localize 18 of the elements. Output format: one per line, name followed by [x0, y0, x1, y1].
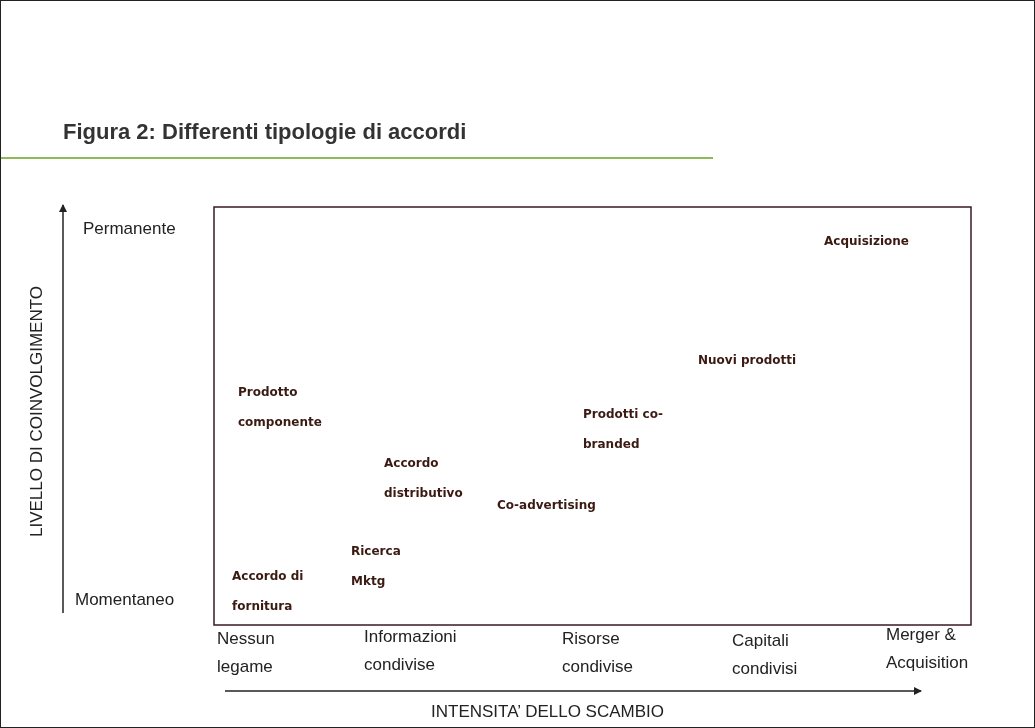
agreement-label: Ricerca Mktg: [351, 543, 402, 590]
axis-title: LIVELLO DI COINVOLGIMENTO: [27, 285, 47, 540]
axis-tick-label: Merger & Acquisition: [886, 624, 970, 674]
figure-title: Figura 2: Differenti tipologie di accordi: [63, 119, 467, 145]
agreement-label: Prodotto componente: [238, 384, 323, 431]
agreement-label: Nuovi prodotti: [698, 352, 797, 369]
axis-tick-label: Risorse condivise: [562, 628, 634, 678]
axis-title: INTENSITA’ DELLO SCAMBIO: [431, 701, 664, 723]
axis-tick-label: Informazioni condivise: [364, 626, 458, 676]
axis-tick-label: Momentaneo: [75, 589, 175, 611]
agreement-label: Co-advertising: [497, 497, 596, 514]
agreement-label: Acquisizione: [824, 233, 909, 250]
agreement-label: Prodotti co-branded: [583, 406, 664, 453]
agreement-label: Accordo distributivo: [384, 455, 464, 502]
axis-tick-label: Permanente: [83, 218, 176, 240]
agreement-label: Accordo di fornitura: [232, 568, 305, 615]
axis-tick-label: Nessun legame: [217, 628, 276, 678]
axis-tick-label: Capitali condivisi: [732, 630, 799, 680]
